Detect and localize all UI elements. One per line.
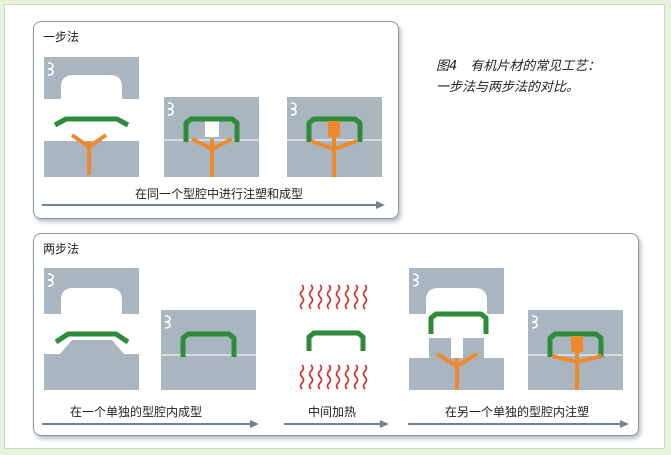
two-step-caption-forming: 在一个单独的型腔内成型 <box>70 405 203 419</box>
mold-logo-icon <box>164 315 171 329</box>
one-step-caption: 在同一个型腔中进行注塑和成型 <box>135 187 304 201</box>
two-step-forming-open <box>44 268 139 390</box>
mold-logo-icon <box>167 102 174 116</box>
one-step-mold-open <box>44 57 139 177</box>
mold-logo-icon <box>290 102 297 116</box>
heat-wave-icon <box>299 284 368 310</box>
two-step-caption-injection: 在另一个单独的型腔内注塑 <box>445 405 590 419</box>
figure-heading-line-1: 图4 有机片材的常见工艺： <box>436 59 601 74</box>
two-step-injection-closed <box>528 310 623 390</box>
two-step-caption-heating: 中间加热 <box>308 405 357 419</box>
process-arrow-icon <box>42 201 385 209</box>
figure-heading-line-2: 一步法与两步法的对比。 <box>436 80 580 95</box>
mold-logo-icon <box>412 273 419 287</box>
process-arrow-icon <box>408 420 629 428</box>
one-step-mold-injected <box>287 97 382 177</box>
heat-wave-icon <box>299 364 368 390</box>
mold-logo-icon <box>531 315 538 329</box>
two-step-injection-open <box>409 268 504 390</box>
two-step-heating <box>299 284 368 390</box>
process-arrow-icon <box>42 420 259 428</box>
one-step-title: 一步法 <box>43 30 80 44</box>
process-arrow-icon <box>284 420 389 428</box>
one-step-mold-closed <box>164 97 259 177</box>
mold-logo-icon <box>47 62 54 76</box>
figure-heading: 图4 有机片材的常见工艺： 一步法与两步法的对比。 <box>436 56 656 98</box>
two-step-forming-closed <box>161 310 256 390</box>
mold-logo-icon <box>47 273 54 287</box>
two-step-title: 两步法 <box>43 242 80 256</box>
